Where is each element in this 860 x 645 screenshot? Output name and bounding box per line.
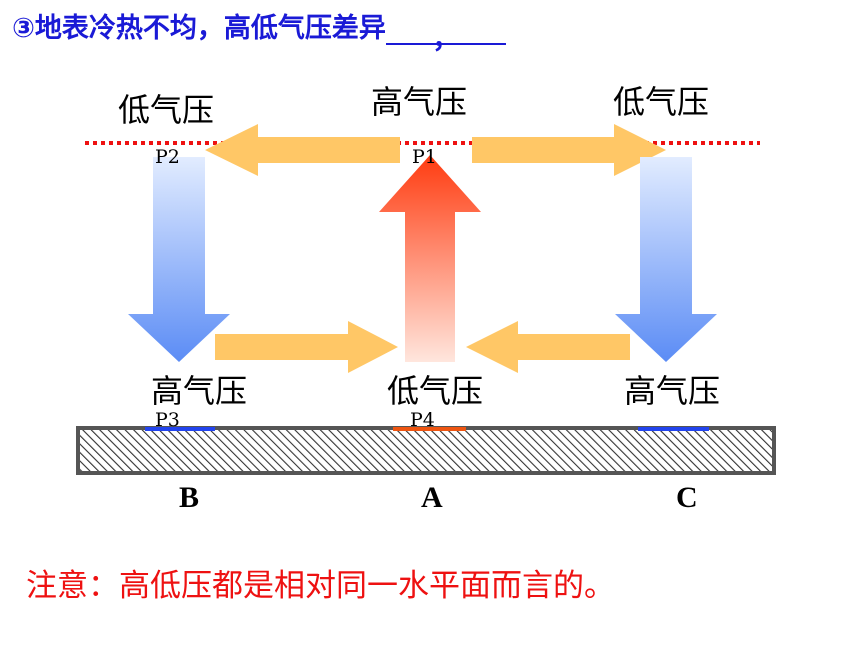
note-text: 注意：高低压都是相对同一水平面而言的。: [26, 568, 615, 604]
upper-right-pressure-label: 低气压: [613, 83, 709, 121]
lower-left-pressure-label: 高气压: [151, 372, 247, 410]
upper-left-arrow: [205, 124, 400, 176]
ground-letter-b: B: [179, 481, 199, 514]
blank-comma: ，: [432, 24, 460, 55]
upper-left-pressure-label: 低气压: [118, 91, 214, 129]
point-p2-label: P2: [155, 146, 180, 168]
lower-right-pressure-label: 高气压: [624, 372, 720, 410]
lower-right-arrow: [466, 321, 630, 373]
upper-right-arrow: [472, 124, 666, 176]
title-text: ③地表冷热不均，高低气压差异: [12, 13, 386, 44]
lower-center-pressure-label: 低气压: [387, 372, 483, 410]
point-p3-label: P3: [155, 409, 180, 431]
ground-letter-a: A: [421, 481, 443, 514]
right-descending-arrow: [615, 157, 717, 362]
center-ascending-arrow: [379, 155, 481, 362]
point-p4-label: P4: [410, 409, 435, 431]
point-p1-label: P1: [412, 146, 437, 168]
upper-center-pressure-label: 高气压: [371, 83, 467, 121]
left-descending-arrow: [128, 157, 230, 362]
lower-left-arrow: [215, 321, 398, 373]
ground-letter-c: C: [676, 481, 698, 514]
ground-surface: [76, 426, 776, 475]
answer-blank: ，: [385, 17, 506, 55]
slide-title: ③地表冷热不均，高低气压差异 ，: [12, 6, 506, 55]
